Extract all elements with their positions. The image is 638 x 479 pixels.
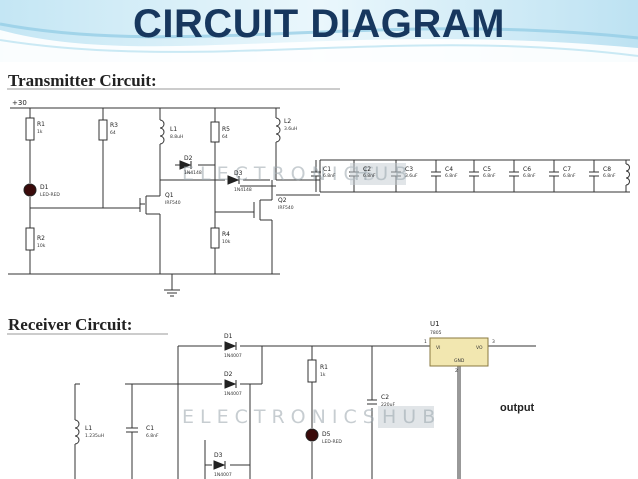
rx-d5-value: LED-RED <box>322 439 342 445</box>
tx-c3-value: 3.6uF <box>405 173 418 179</box>
tx-c1-ref: C1 <box>323 166 331 173</box>
tx-c6-ref: C6 <box>523 166 531 173</box>
rx-led-d5 <box>305 428 319 442</box>
tx-q2-value: IRF540 <box>278 205 294 211</box>
tx-c6-value: 6.8nF <box>523 173 536 179</box>
tx-r2-ref: R2 <box>37 235 45 242</box>
rx-u1-pin-gnd: GND <box>454 358 465 364</box>
tx-r4-value: 10k <box>222 239 231 245</box>
rx-u1-pin3: 3 <box>492 339 495 345</box>
tx-l2-value: 3.6uH <box>284 126 297 132</box>
rx-watermark-right: HUB <box>382 406 441 428</box>
rx-output-label: output <box>500 402 535 414</box>
rx-d1-ref: D1 <box>224 333 233 340</box>
tx-c8-ref: C8 <box>603 166 611 173</box>
rx-watermark-box <box>378 406 434 428</box>
rx-d1-value: 1N4007 <box>224 353 242 359</box>
tx-c4-ref: C4 <box>445 166 453 173</box>
rx-d2-symbol <box>224 379 237 389</box>
tx-watermark-left: ELECTRONICS <box>182 163 381 185</box>
page-title: CIRCUIT DIAGRAM <box>133 2 505 46</box>
tx-c8-value: 6.8nF <box>603 173 616 179</box>
tx-c4-value: 6.8nF <box>445 173 458 179</box>
rx-c1-value: 6.8nF <box>146 433 159 439</box>
tx-c3-ref: C3 <box>405 166 413 173</box>
rx-c2-ref: C2 <box>381 394 389 401</box>
rx-d3-ref: D3 <box>214 452 223 459</box>
tx-r5-value: 64 <box>222 134 228 140</box>
rx-d3-value: 1N4007 <box>214 472 232 478</box>
rx-l1-value: 1.235uH <box>85 433 104 439</box>
rx-r1-ref: R1 <box>320 364 328 371</box>
tx-c5-value: 6.8nF <box>483 173 496 179</box>
rx-u1-pin-vo: VO <box>476 345 483 351</box>
tx-d3-symbol <box>227 175 240 185</box>
receiver-heading: Receiver Circuit: <box>8 315 132 334</box>
tx-watermark-right: HUB <box>354 163 413 185</box>
banner-swoosh <box>0 0 638 62</box>
tx-l2-ref: L2 <box>284 118 291 125</box>
tx-d1-value: LED-RED <box>40 192 60 198</box>
tx-c5-ref: C5 <box>483 166 491 173</box>
rx-d2-value: 1N4007 <box>224 391 242 397</box>
rx-u1-pin2: 2 <box>455 368 458 374</box>
rx-watermark-left: ELECTRONICS <box>182 406 381 428</box>
rx-u1-value: 7805 <box>430 330 442 336</box>
tx-watermark-box <box>350 163 406 185</box>
tx-led-d1 <box>23 183 37 197</box>
tx-r3-value: 64 <box>110 130 116 136</box>
tx-q1-value: IRF540 <box>165 200 181 206</box>
rx-d1-symbol <box>224 341 237 351</box>
tx-supply-label: +30 <box>12 99 27 107</box>
rx-r1-value: 1k <box>320 372 326 378</box>
rx-d5-ref: D5 <box>322 431 331 438</box>
rx-u1-regulator <box>429 337 489 367</box>
rx-d2-ref: D2 <box>224 371 233 378</box>
tx-r1-ref: R1 <box>37 121 45 128</box>
rx-c1-ref: C1 <box>146 425 154 432</box>
tx-r1-value: 1k <box>37 129 43 135</box>
tx-d3-ref: D3 <box>234 170 243 177</box>
tx-r4-ref: R4 <box>222 231 230 238</box>
rx-d3-symbol <box>213 460 226 470</box>
rx-u1-pin-vi: VI <box>436 345 440 351</box>
rx-l1-ref: L1 <box>85 425 92 432</box>
tx-c2-value: 6.8nF <box>363 173 376 179</box>
tx-d2-symbol <box>179 160 192 170</box>
rx-u1-pin1: 1 <box>424 339 427 345</box>
rx-u1-ref: U1 <box>430 320 440 328</box>
tx-l1-value: 8.8uH <box>170 134 183 140</box>
tx-c2-ref: C2 <box>363 166 371 173</box>
transmitter-heading: Transmitter Circuit: <box>8 71 157 90</box>
tx-c1-value: 6.8nF <box>323 173 336 179</box>
tx-c7-ref: C7 <box>563 166 571 173</box>
title-banner: CIRCUIT DIAGRAM <box>0 0 638 62</box>
tx-l1-ref: L1 <box>170 126 177 133</box>
tx-q1-ref: Q1 <box>165 192 174 199</box>
tx-d2-ref: D2 <box>184 155 193 162</box>
tx-d2-value: 1N4148 <box>184 170 202 176</box>
tx-c7-value: 6.8nF <box>563 173 576 179</box>
tx-r3-ref: R3 <box>110 122 118 129</box>
tx-r5-ref: R5 <box>222 126 230 133</box>
tx-d1-ref: D1 <box>40 184 49 191</box>
tx-q2-ref: Q2 <box>278 197 287 204</box>
tx-r2-value: 10k <box>37 243 46 249</box>
rx-c2-value: 220uF <box>381 402 395 408</box>
tx-d3-value: 1N4148 <box>234 187 252 193</box>
